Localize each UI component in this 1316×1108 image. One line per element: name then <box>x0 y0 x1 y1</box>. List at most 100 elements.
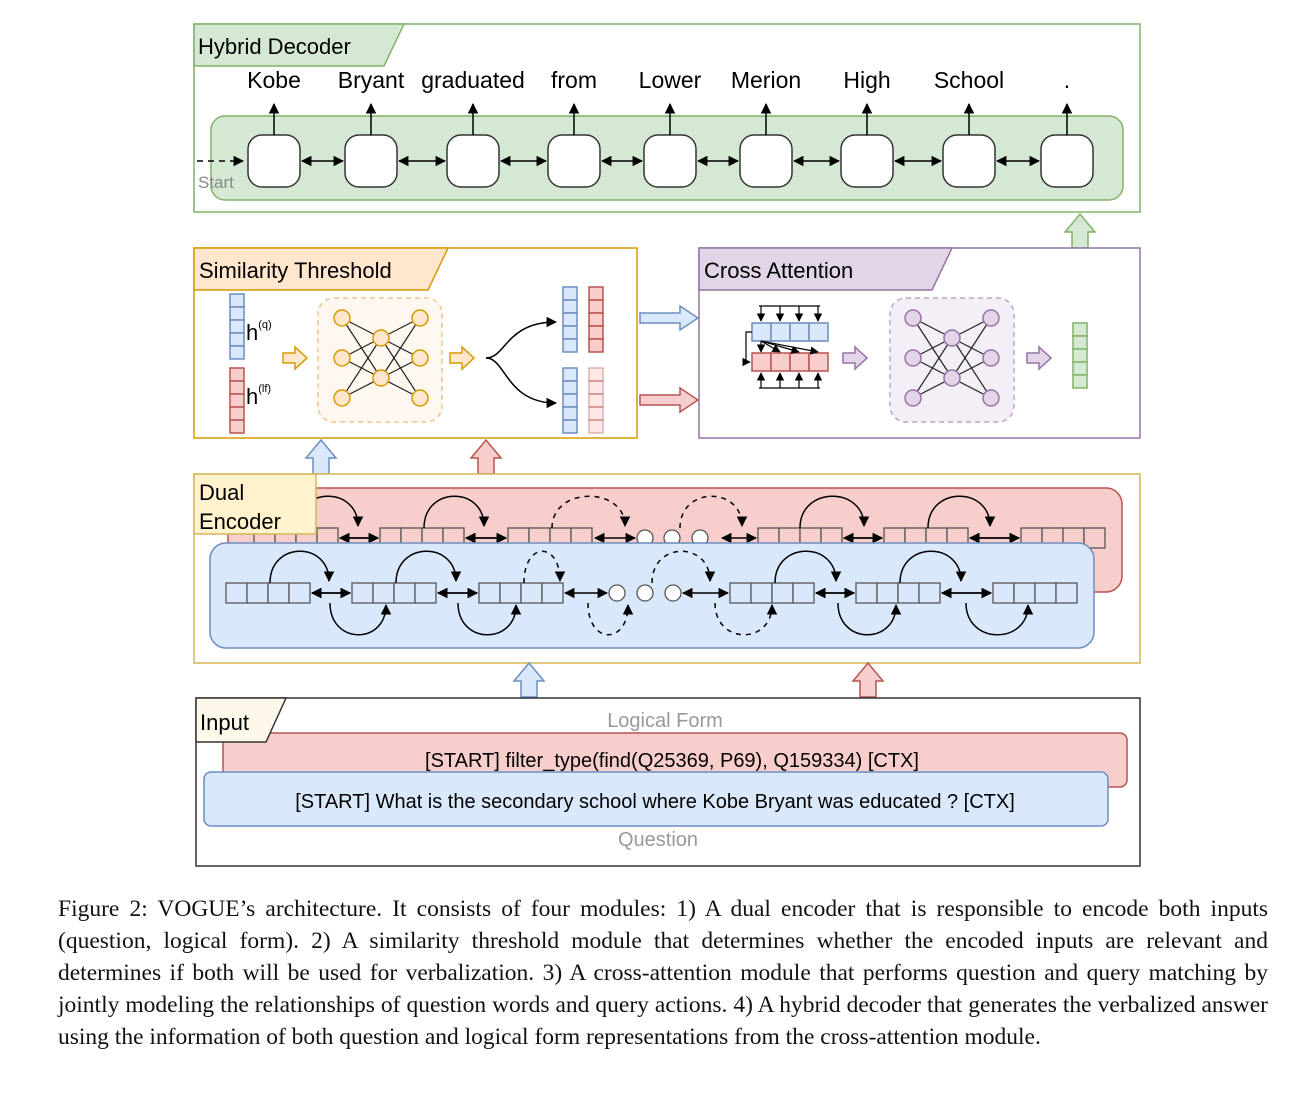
figure-caption: Figure 2: VOGUE’s architecture. It consi… <box>58 896 1268 1050</box>
attention-arrow <box>760 340 781 353</box>
network-node <box>333 349 351 367</box>
vector-cell <box>562 338 578 353</box>
cross-attention-network-box <box>889 297 1015 423</box>
question-token-cell <box>751 322 772 342</box>
encoder-token-cell <box>750 582 773 604</box>
decoder-cells <box>247 102 1094 188</box>
dual-encoder-module: Dual Encoder <box>193 473 1141 664</box>
decoder-output-token: Lower <box>639 67 702 93</box>
encoder-token-cell <box>876 582 899 604</box>
logical-form-input-text: [START] filter_type(find(Q25369, P69), Q… <box>425 750 919 772</box>
similarity-neural-network-icon <box>333 309 429 407</box>
similarity-threshold-module: Similarity Threshold h(q) h(lf) <box>193 247 638 439</box>
network-edge <box>951 317 992 379</box>
vector-cell <box>562 367 578 382</box>
encoder-token-cell <box>541 582 564 604</box>
input-title: Input <box>200 710 249 735</box>
vector <box>562 367 578 434</box>
question-flow-arrow-icon <box>639 304 700 332</box>
network-node <box>411 349 429 367</box>
network-node <box>411 309 429 327</box>
vector-cell <box>1072 348 1088 363</box>
network-node <box>982 309 1000 327</box>
decoder-output-token: Merion <box>731 67 801 93</box>
decoder-cell <box>840 134 894 188</box>
encoder-recurrent-arrow <box>587 602 634 636</box>
vector-cell <box>229 367 245 382</box>
encoder-ellipsis-node <box>636 584 654 602</box>
decoder-cell <box>739 134 793 188</box>
encoder-recurrent-arrow <box>551 495 631 529</box>
vector-cell <box>562 393 578 408</box>
encoder-recurrent-arrow <box>395 550 462 584</box>
input-title-tab <box>195 697 288 743</box>
vector-cell <box>588 380 604 395</box>
logical-form-token-cell <box>808 352 829 372</box>
vector-cell <box>588 312 604 327</box>
attention-matrix-icon <box>742 305 829 389</box>
encoder-token-cell <box>992 582 1015 604</box>
question-token-cell <box>770 322 791 342</box>
vector-cell <box>588 338 604 353</box>
network-node <box>372 329 390 347</box>
vector <box>229 367 245 434</box>
decoder-output-token: Bryant <box>338 67 405 93</box>
encoder-recurrent-arrow <box>269 550 335 584</box>
network-node <box>411 389 429 407</box>
cross-attention-title: Cross Attention <box>704 258 853 283</box>
input-module: Logical Form [START] filter_type(find(Q2… <box>195 697 1141 867</box>
vector-cell <box>229 406 245 421</box>
vector-cell <box>1072 335 1088 350</box>
vector-cell <box>588 367 604 382</box>
encoder-token-cell <box>918 582 941 604</box>
encoder-token-cell <box>351 582 374 604</box>
encoder-token-cell <box>897 582 920 604</box>
cross-attention-module: Cross Attention <box>698 247 1141 439</box>
encoder-recurrent-arrow <box>679 495 748 529</box>
similarity-threshold-title: Similarity Threshold <box>199 258 392 283</box>
hybrid-decoder-title-tab <box>193 23 406 67</box>
decoder-cell <box>942 134 996 188</box>
vector <box>562 286 578 353</box>
attention-arrow <box>760 340 819 355</box>
dual-encoder-title-line2: Encoder <box>199 509 281 534</box>
network-node <box>904 309 922 327</box>
vector-cell <box>588 299 604 314</box>
encoder-token-cell <box>792 582 815 604</box>
question-input-text: [START] What is the secondary school whe… <box>295 791 1015 813</box>
vector-cell <box>562 325 578 340</box>
hq-label: h(q) <box>246 319 272 345</box>
vector-cell <box>229 380 245 395</box>
encoder-recurrent-arrow <box>457 602 522 636</box>
decoder-start-label: Start <box>198 173 234 192</box>
vector-cell <box>1072 374 1088 389</box>
encoder-token-cell <box>1034 582 1057 604</box>
vector-cell <box>588 286 604 301</box>
up-arrow-question-input-icon <box>512 661 546 698</box>
encoder-recurrent-arrow <box>927 495 996 529</box>
cross-attention-neural-network-icon <box>904 309 1000 407</box>
encoder-recurrent-arrow <box>899 550 967 584</box>
decoder-cell <box>344 134 398 188</box>
up-arrow-logical-form-input-icon <box>851 661 885 698</box>
vector-cell <box>562 419 578 434</box>
attention-arrow <box>742 331 752 367</box>
vector-cell <box>229 319 245 334</box>
arrow-right-icon <box>282 345 309 371</box>
vector-cell <box>562 312 578 327</box>
question-encoder-sequence <box>225 550 1078 636</box>
network-node <box>333 389 351 407</box>
encoder-token-cell <box>225 582 248 604</box>
logical-form-token-cell <box>751 352 772 372</box>
up-arrow-logical-form-icon <box>469 438 503 475</box>
vector-cell <box>562 299 578 314</box>
encoder-recurrent-arrow <box>423 495 490 529</box>
network-node <box>943 369 961 387</box>
question-caption: Question <box>618 829 698 851</box>
arrow-right-icon <box>842 345 869 371</box>
vector-cell <box>588 325 604 340</box>
decoder-output-token: graduated <box>421 67 525 93</box>
vector-cell <box>229 332 245 347</box>
